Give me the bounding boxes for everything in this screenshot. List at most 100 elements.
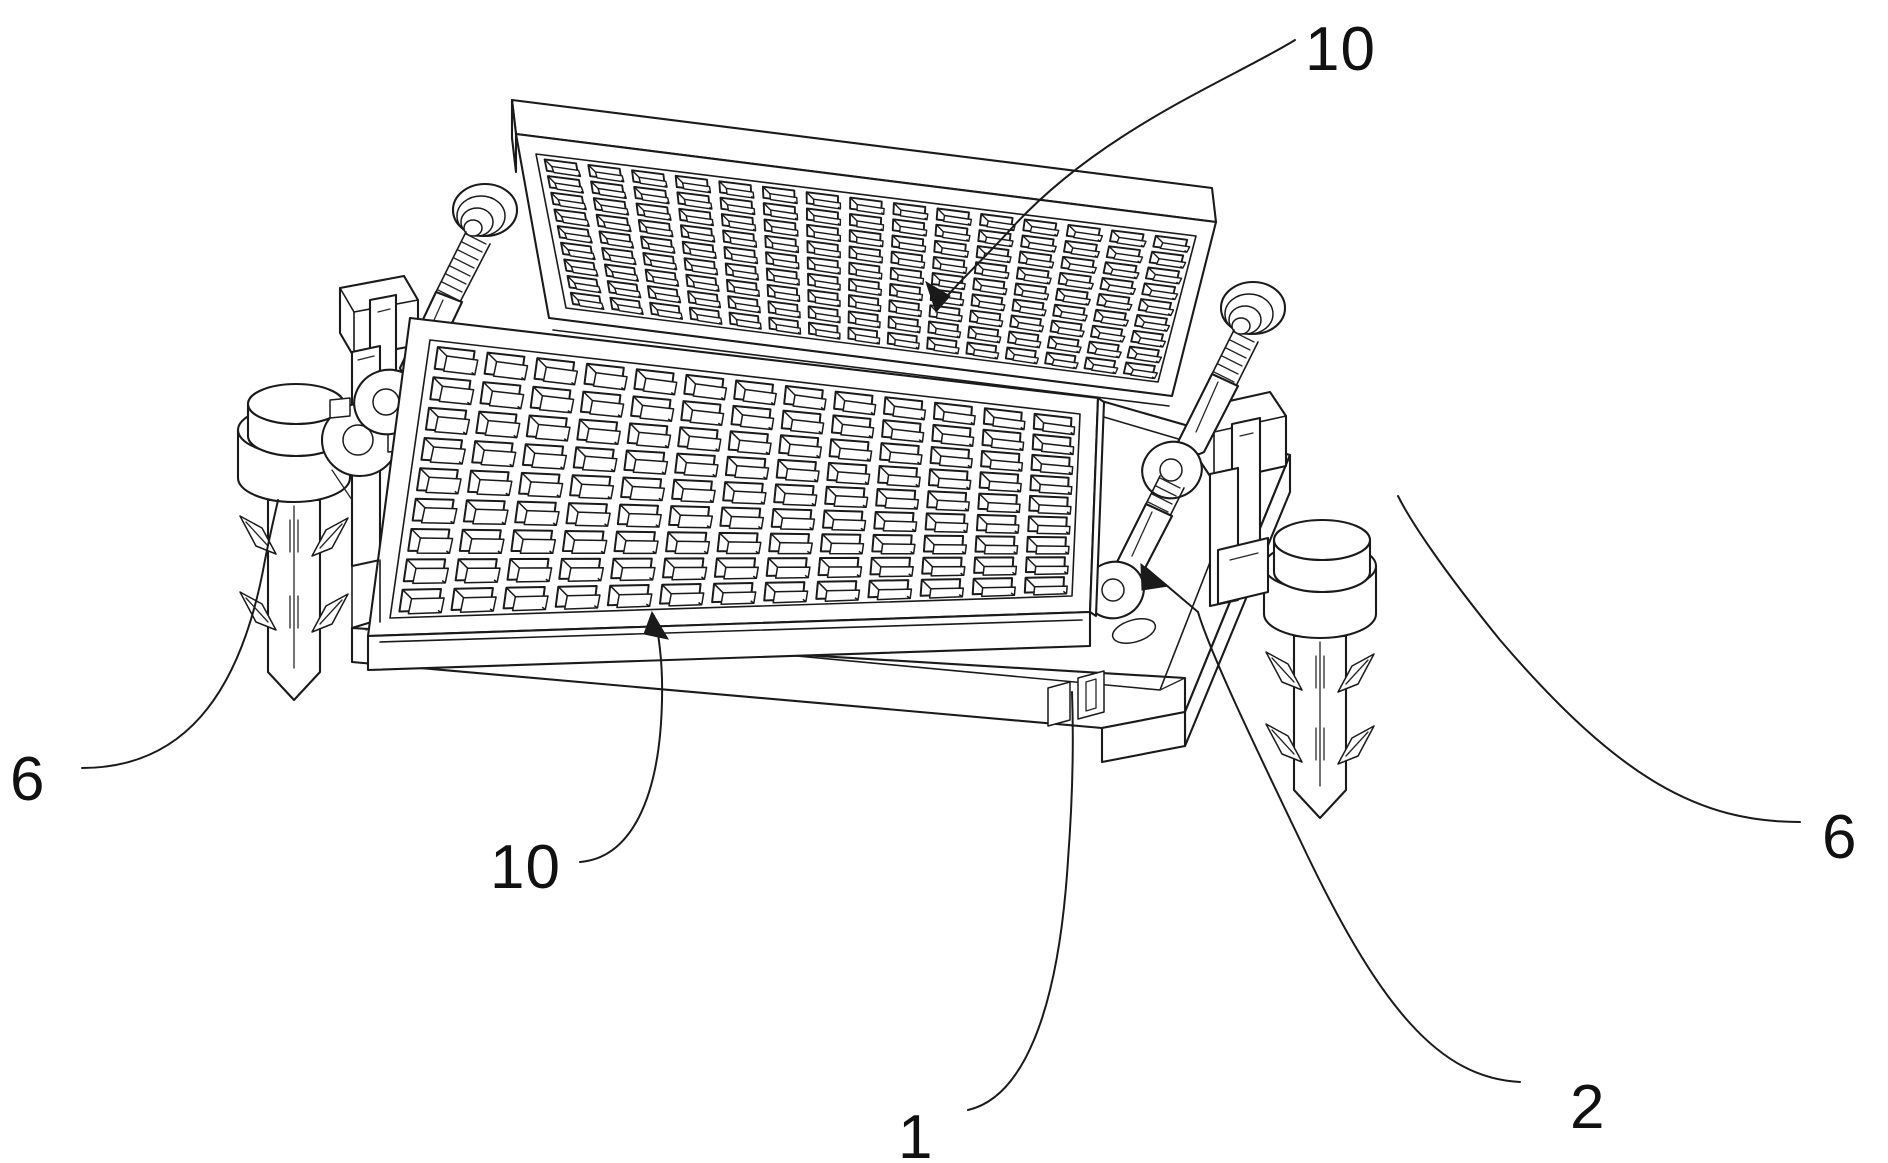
grid-cell [558,557,605,582]
grid-cell [635,202,672,221]
grid-cell [1044,351,1079,370]
grid-cell [601,246,637,266]
label-6-right: 6 [1822,803,1857,872]
grid-cell [603,263,639,282]
grid-cell [929,446,973,469]
expansion-anchor-right [1216,518,1378,820]
grid-cell [1096,292,1133,311]
grid-cell [554,585,601,610]
grid-cell [1028,494,1072,515]
grid-cell [727,295,761,314]
grid-cell [982,407,1026,431]
grid-cell [933,239,969,258]
grid-cell [416,467,462,495]
grid-cell [847,294,882,313]
grid-cell [849,196,885,216]
grid-cell [1102,261,1140,280]
grid-cell [971,577,1016,598]
grid-cell [871,533,916,555]
grid-cell [891,218,928,237]
grid-cell [606,584,653,609]
grid-cell [1031,433,1075,456]
grid-cell [633,185,670,205]
grid-cell [1083,356,1119,375]
grid-cell [1086,340,1122,359]
grid-cell [1015,266,1052,285]
grid-cell [565,502,611,527]
grid-cell [806,240,841,259]
grid-cell [637,219,674,238]
grid-cell [919,578,965,599]
grid-cell [713,557,759,580]
grid-cell [807,305,841,324]
grid-cell [1007,330,1042,349]
grid-cell [881,419,925,443]
grid-cell [780,409,825,435]
grid-cell [724,262,760,281]
grid-cell [980,450,1024,472]
grid-cell [598,230,635,249]
grid-cell [644,268,680,287]
grid-cell [848,261,883,280]
grid-cell [590,180,627,200]
grid-cell [926,336,960,355]
grid-cell [970,293,1006,312]
grid-cell [521,443,568,470]
grid-cell [975,513,1020,534]
grid-cell [888,283,924,302]
grid-cell [662,557,708,581]
grid-cell [1126,345,1163,364]
grid-cell [806,223,841,243]
grid-cell [711,582,757,606]
grid-cell [407,528,454,554]
grid-cell [1020,234,1057,253]
grid-cell [561,530,608,555]
grid-cell [930,272,966,291]
grid-cell [932,255,968,275]
grid-cell [879,442,923,466]
grid-cell [763,218,799,237]
grid-cell [1046,335,1082,354]
grid-cell [576,418,621,446]
grid-cell [892,202,929,221]
grid-cell [819,533,865,555]
grid-cell [429,376,475,406]
grid-cell [783,385,827,411]
grid-cell [678,207,714,227]
grid-cell [867,579,913,601]
grid-cell [1133,314,1171,332]
spring-coil-right-upper [1211,329,1259,387]
leader-lines [81,39,1801,1111]
grid-cell [610,557,656,582]
label-10-top: 10 [1305,15,1376,84]
grid-cell [685,273,720,292]
grid-cell [817,556,863,579]
grid-cell [1057,271,1094,290]
grid-cell [1065,223,1104,243]
grid-cell [828,438,873,462]
label-6-left: 6 [10,745,45,814]
grid-cell [566,275,602,294]
grid-cell [807,321,841,340]
upper-grid-cells [543,158,1191,380]
grid-cell [1026,535,1070,555]
grid-cell [927,468,972,490]
grid-cell [830,414,875,439]
grid-cell [479,381,525,410]
grid-cell [674,174,712,194]
grid-cell [420,437,466,465]
grid-cell [649,301,684,320]
grid-cell [973,556,1018,576]
grid-cell [778,434,823,459]
grid-cell [720,213,757,232]
grid-cell [826,461,871,485]
grid-cell [1024,556,1069,576]
grid-cell [572,446,618,473]
grid-cell [679,224,716,243]
grid-cell [402,558,450,585]
grid-cell [411,497,458,525]
grid-cell [768,316,802,335]
grid-cell [807,289,841,308]
grid-cell [1105,245,1144,264]
